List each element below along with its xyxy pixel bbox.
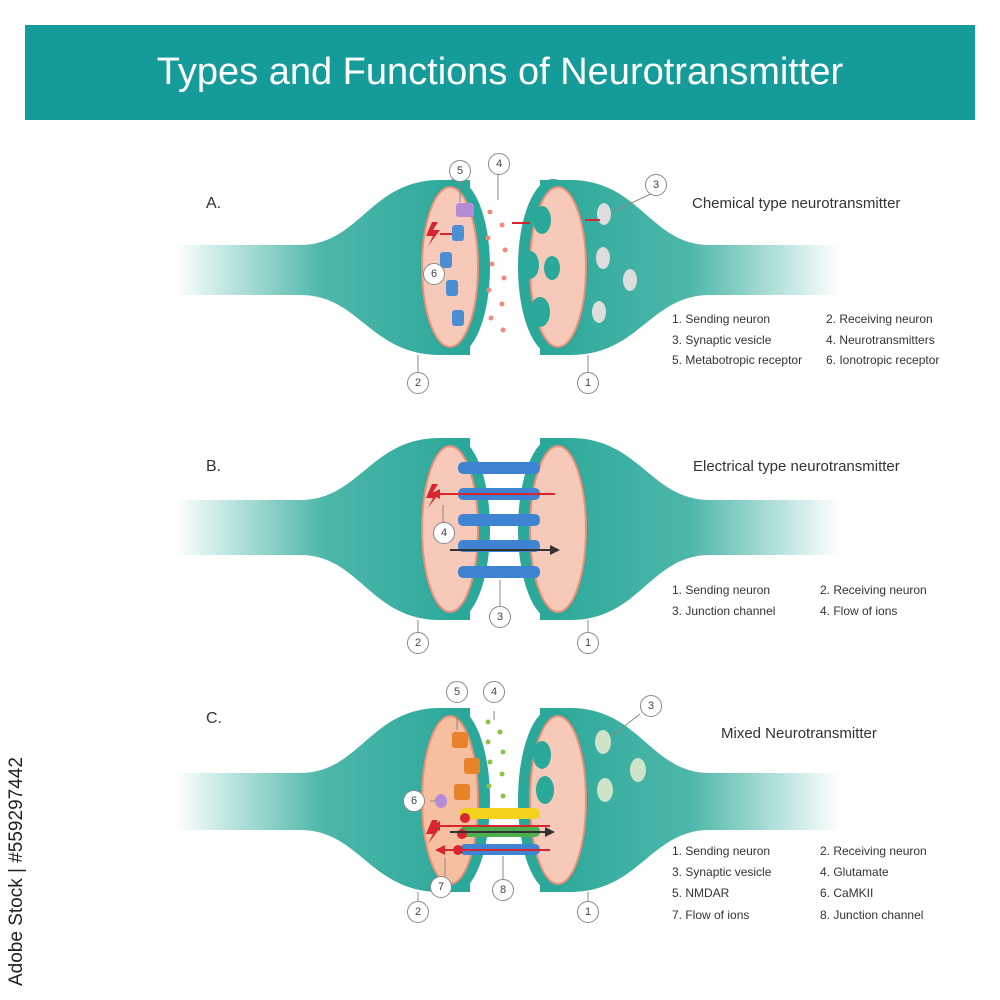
stock-credit: Adobe Stock | #559297442 (2, 757, 32, 990)
callout-2: 2 (407, 901, 429, 923)
callout-3: 3 (489, 606, 511, 628)
callout-4: 4 (483, 681, 505, 703)
callout-2: 2 (407, 632, 429, 654)
section-c-title: Mixed Neurotransmitter (721, 725, 877, 742)
callout-3: 3 (640, 695, 662, 717)
callout-4: 4 (433, 522, 455, 544)
section-a-title: Chemical type neurotransmitter (692, 195, 901, 212)
section-a-letter: A. (206, 195, 222, 212)
legend-item: 3. Junction channel (672, 604, 776, 618)
callout-6: 6 (403, 790, 425, 812)
legend-item: 4. Glutamate (820, 865, 889, 879)
legend-item: 4. Flow of ions (820, 604, 898, 618)
section-chemical: A. Chemical type neurotransmitter 5 4 3 … (0, 140, 1000, 420)
chemical-synapse-illustration (175, 174, 840, 373)
legend-item: 4. Neurotransmitters (826, 333, 935, 347)
page-title: Types and Functions of Neurotransmitter (156, 51, 844, 93)
legend-item: 2. Receiving neuron (820, 583, 927, 597)
title-banner: Types and Functions of Neurotransmitter (25, 25, 975, 120)
section-electrical: B. Electrical type neurotransmitter 4 3 … (0, 410, 1000, 690)
callout-1: 1 (577, 632, 599, 654)
legend-item: 2. Receiving neuron (826, 312, 933, 326)
callout-5: 5 (446, 681, 468, 703)
legend-item: 5. NMDAR (672, 886, 730, 900)
legend-item: 1. Sending neuron (672, 583, 771, 597)
section-b-title: Electrical type neurotransmitter (693, 458, 900, 475)
legend-item: 3. Synaptic vesicle (672, 865, 772, 879)
callout-1: 1 (577, 372, 599, 394)
callout-1: 1 (577, 901, 599, 923)
stock-credit-text: Adobe Stock | #559297442 (6, 757, 27, 986)
mixed-synapse-illustration (175, 708, 840, 902)
electrical-synapse-illustration (175, 438, 840, 633)
callout-6: 6 (423, 263, 445, 285)
callout-5: 5 (449, 160, 471, 182)
section-b-letter: B. (206, 458, 222, 475)
callout-4: 4 (488, 153, 510, 175)
callout-2: 2 (407, 372, 429, 394)
section-mixed: C. Mixed Neurotransmitter 5 4 3 6 7 8 2 … (0, 680, 1000, 960)
legend-item: 6. Ionotropic receptor (826, 353, 940, 367)
legend-item: 8. Junction channel (820, 908, 924, 922)
legend-item: 7. Flow of ions (672, 908, 750, 922)
callout-3: 3 (645, 174, 667, 196)
legend-item: 3. Synaptic vesicle (672, 333, 772, 347)
callout-8: 8 (492, 879, 514, 901)
legend-item: 1. Sending neuron (672, 312, 771, 326)
legend-item: 1. Sending neuron (672, 844, 771, 858)
section-c-letter: C. (206, 710, 222, 727)
callout-7: 7 (430, 876, 452, 898)
legend-item: 2. Receiving neuron (820, 844, 927, 858)
legend-item: 6. CaMKII (820, 886, 874, 900)
legend-item: 5. Metabotropic receptor (672, 353, 803, 367)
